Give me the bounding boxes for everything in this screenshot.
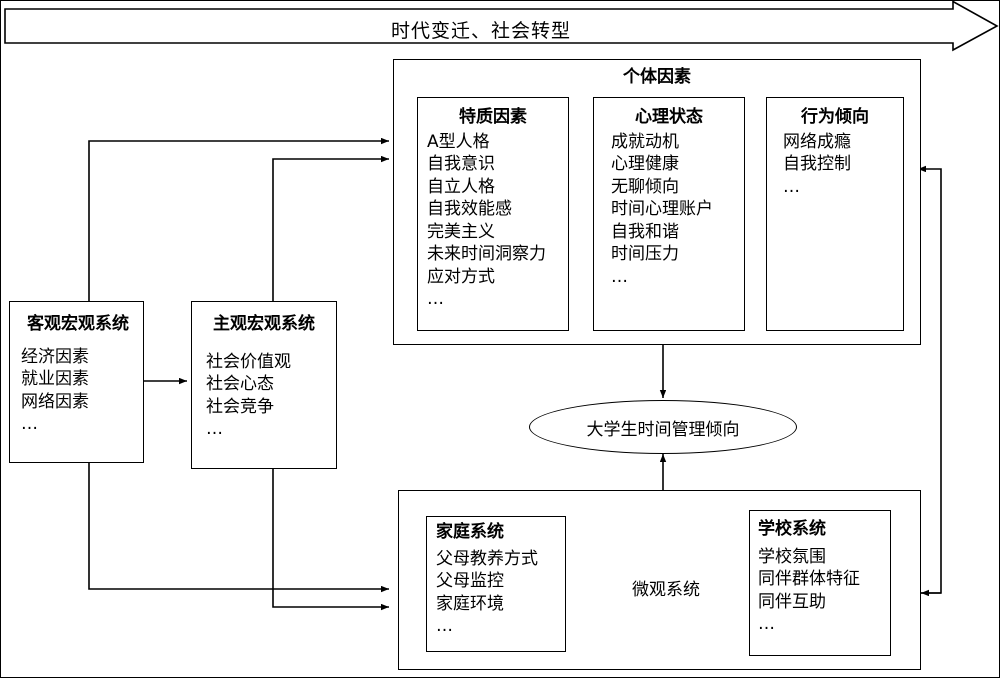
list-item: 同伴互助: [758, 591, 826, 612]
list-item: 社会心态: [206, 374, 274, 395]
list-item: 学校氛围: [758, 547, 826, 567]
psych-state-title: 心理状态: [635, 107, 703, 127]
list-item: 自我控制: [783, 154, 851, 175]
subjective-macro-items: 社会价值观 社会心态 社会竞争 …: [206, 351, 336, 441]
list-item: …: [21, 414, 38, 435]
arrow-objective-to-micro: [88, 463, 389, 593]
objective-macro-title: 客观宏观系统: [27, 314, 129, 334]
list-item: …: [427, 289, 444, 310]
arrow-micro-to-individual-feedback: [918, 165, 942, 594]
list-item: 无聊倾向: [611, 176, 679, 197]
list-item: 自我效能感: [427, 199, 512, 220]
list-item: …: [206, 419, 223, 440]
arrow-subjective-to-individual: [272, 155, 389, 301]
arrow-objective-to-individual: [88, 137, 389, 301]
school-system-title: 学校系统: [758, 519, 826, 539]
list-item: 就业因素: [21, 369, 89, 390]
list-item: 心理健康: [611, 154, 679, 175]
list-item: A型人格: [427, 132, 490, 152]
school-system-box: [749, 510, 891, 656]
individual-factors-title: 个体因素: [623, 67, 691, 87]
list-item: 自立人格: [427, 176, 495, 197]
psych-state-box: [593, 97, 745, 331]
list-item: …: [783, 176, 800, 197]
behavior-tendency-box: [766, 97, 904, 331]
family-system-title: 家庭系统: [436, 522, 504, 542]
trait-factors-items: A型人格 自我意识 自立人格 自我效能感 完美主义 未来时间洞察力 应对方式 …: [427, 131, 563, 311]
list-item: 父母教养方式: [436, 549, 538, 569]
psych-state-items: 成就动机 心理健康 无聊倾向 时间心理账户 自我和谐 时间压力 …: [611, 131, 743, 288]
list-item: 同伴群体特征: [758, 569, 860, 590]
list-item: 网络因素: [21, 391, 89, 412]
list-item: …: [611, 266, 628, 287]
outcome-ellipse: 大学生时间管理倾向: [529, 400, 797, 454]
era-banner-label: 时代变迁、社会转型: [390, 20, 571, 42]
list-item: 时间心理账户: [611, 199, 713, 220]
list-item: 应对方式: [427, 266, 495, 287]
list-item: 自我意识: [427, 154, 495, 175]
trait-factors-box: [417, 97, 569, 331]
list-item: 家庭环境: [436, 593, 504, 614]
list-item: 社会竞争: [206, 396, 274, 417]
subjective-macro-box: [191, 301, 337, 469]
list-item: 未来时间洞察力: [427, 244, 546, 265]
family-system-items: 父母教养方式 父母监控 家庭环境 …: [436, 548, 564, 638]
list-item: 自我和谐: [611, 221, 679, 242]
list-item: 网络成瘾: [783, 132, 851, 152]
list-item: …: [758, 614, 775, 635]
list-item: 父母监控: [436, 571, 504, 592]
list-item: …: [436, 616, 453, 637]
list-item: 成就动机: [611, 132, 679, 152]
objective-macro-items: 经济因素 就业因素 网络因素 …: [21, 346, 141, 436]
micro-system-title: 微观系统: [632, 580, 700, 600]
behavior-tendency-items: 网络成瘾 自我控制 …: [783, 131, 901, 198]
objective-macro-box: [9, 301, 144, 463]
trait-factors-title: 特质因素: [459, 107, 527, 127]
arrow-subjective-to-micro: [272, 469, 389, 611]
list-item: 时间压力: [611, 244, 679, 265]
outcome-label: 大学生时间管理倾向: [586, 419, 740, 440]
behavior-tendency-title: 行为倾向: [801, 107, 869, 127]
list-item: 社会价值观: [206, 352, 291, 372]
family-system-box: [426, 516, 566, 652]
list-item: 完美主义: [427, 221, 495, 242]
list-item: 经济因素: [21, 347, 89, 367]
subjective-macro-title: 主观宏观系统: [213, 314, 315, 334]
school-system-items: 学校氛围 同伴群体特征 同伴互助 …: [758, 546, 888, 636]
